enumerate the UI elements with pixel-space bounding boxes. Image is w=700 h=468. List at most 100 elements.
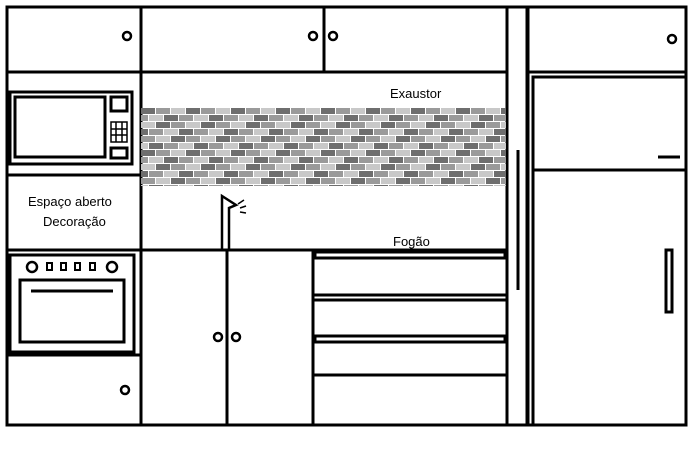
backsplash-tile — [344, 129, 358, 135]
backsplash-tile — [254, 129, 268, 135]
backsplash-tile — [464, 115, 478, 121]
backsplash-tile — [276, 108, 290, 114]
backsplash-tile — [464, 185, 478, 186]
backsplash-tile — [209, 185, 223, 186]
backsplash-tile — [246, 122, 260, 128]
backsplash-tile — [306, 164, 320, 170]
backsplash-tile — [171, 164, 185, 170]
backsplash-tile — [269, 185, 283, 186]
backsplash-tile — [486, 136, 500, 142]
backsplash-tile — [291, 150, 305, 156]
backsplash-tile — [321, 164, 335, 170]
backsplash-tile — [179, 185, 193, 186]
backsplash-tile — [479, 143, 493, 149]
backsplash-tile — [269, 157, 283, 163]
backsplash-tile — [464, 157, 478, 163]
backsplash-tile — [494, 185, 506, 186]
backsplash-tile — [149, 157, 163, 163]
backsplash-tile — [336, 122, 350, 128]
backsplash-tile — [194, 129, 208, 135]
backsplash-tile — [156, 108, 170, 114]
backsplash-tile — [261, 108, 275, 114]
backsplash-tile — [404, 185, 418, 186]
backsplash-tile — [464, 171, 478, 177]
backsplash-tile — [276, 136, 290, 142]
backsplash-tile — [141, 171, 148, 177]
backsplash-tile — [471, 164, 485, 170]
backsplash-tile — [164, 129, 178, 135]
backsplash-tile — [194, 115, 208, 121]
backsplash-tile — [449, 171, 463, 177]
backsplash-tile — [224, 129, 238, 135]
backsplash-tile — [449, 185, 463, 186]
backsplash-tile — [201, 150, 215, 156]
backsplash-tile — [329, 157, 343, 163]
backsplash-tile — [209, 171, 223, 177]
backsplash-tile — [374, 115, 388, 121]
backsplash-tile — [269, 143, 283, 149]
backsplash-tile — [149, 115, 163, 121]
backsplash-tile — [291, 164, 305, 170]
backsplash-tile — [441, 122, 455, 128]
backsplash-tile — [426, 122, 440, 128]
backsplash-tile — [441, 164, 455, 170]
backsplash-tile — [306, 122, 320, 128]
backsplash-tile — [141, 178, 155, 184]
backsplash-tile — [396, 150, 410, 156]
backsplash-tile — [501, 122, 506, 128]
backsplash-tile — [239, 143, 253, 149]
backsplash-tile — [486, 178, 500, 184]
backsplash-tile — [224, 185, 238, 186]
backsplash-tile — [366, 150, 380, 156]
backsplash-tiles — [141, 108, 506, 186]
backsplash-tile — [494, 157, 506, 163]
backsplash-tile — [501, 150, 506, 156]
backsplash-tile — [224, 157, 238, 163]
backsplash-tile — [336, 136, 350, 142]
backsplash-tile — [269, 129, 283, 135]
backsplash-tile — [381, 150, 395, 156]
backsplash-tile — [494, 143, 506, 149]
backsplash-tile — [344, 157, 358, 163]
backsplash-tile — [284, 185, 298, 186]
backsplash-tile — [246, 108, 260, 114]
backsplash-tile — [501, 178, 506, 184]
backsplash-tile — [479, 115, 493, 121]
backsplash-tile — [419, 185, 433, 186]
backsplash-tile — [404, 171, 418, 177]
backsplash-tile — [419, 143, 433, 149]
backsplash-tile — [164, 185, 178, 186]
backsplash-tile — [254, 185, 268, 186]
backsplash-tile — [216, 108, 230, 114]
backsplash-tile — [149, 171, 163, 177]
decoration-label: Decoração — [43, 214, 106, 229]
backsplash-tile — [471, 108, 485, 114]
backsplash-tile — [396, 122, 410, 128]
backsplash-tile — [156, 150, 170, 156]
backsplash-tile — [479, 185, 493, 186]
backsplash-tile — [336, 108, 350, 114]
backsplash-tile — [156, 122, 170, 128]
backsplash-tile — [344, 115, 358, 121]
backsplash-tile — [456, 150, 470, 156]
backsplash-tile — [486, 108, 500, 114]
backsplash-tile — [389, 185, 403, 186]
backsplash-tile — [329, 115, 343, 121]
backsplash-tile — [314, 143, 328, 149]
hood-label: Exaustor — [390, 86, 442, 101]
backsplash-tile — [321, 136, 335, 142]
backsplash-tile — [254, 171, 268, 177]
backsplash-tile — [194, 157, 208, 163]
backsplash-tile — [171, 136, 185, 142]
backsplash-tile — [314, 185, 328, 186]
backsplash-tile — [254, 115, 268, 121]
backsplash-tile — [209, 129, 223, 135]
backsplash-tile — [179, 115, 193, 121]
backsplash-tile — [269, 115, 283, 121]
faucet-icon — [220, 193, 247, 250]
backsplash-tile — [261, 164, 275, 170]
backsplash-tile — [254, 143, 268, 149]
backsplash-tile — [299, 171, 313, 177]
backsplash-tile — [231, 150, 245, 156]
backsplash-tile — [381, 178, 395, 184]
